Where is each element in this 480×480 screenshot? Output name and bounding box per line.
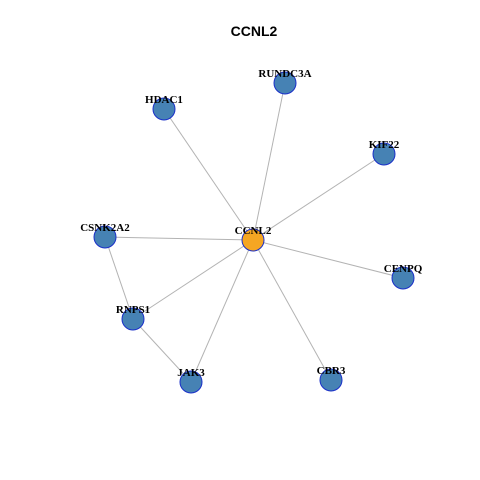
edge-csnk2a2-rnps1: [104, 236, 134, 320]
node-label: JAK3: [177, 367, 205, 379]
edge-ccnl2-jak3: [190, 239, 254, 383]
node-circle: [93, 225, 117, 249]
node-circle: [152, 97, 176, 121]
edge-ccnl2-kif22: [252, 153, 385, 241]
graph-title: CCNL2: [231, 23, 278, 39]
node-rnps1: RNPS1: [116, 304, 150, 331]
node-circle: [372, 142, 396, 166]
node-label: CSNK2A2: [80, 222, 130, 234]
edge-ccnl2-rnps1: [132, 239, 254, 320]
node-label: RUNDC3A: [258, 68, 311, 80]
node-circle: [273, 71, 297, 95]
node-circle: [319, 368, 343, 392]
node-label: CBR3: [317, 365, 346, 377]
edge-rnps1-jak3: [132, 318, 192, 383]
node-label: RNPS1: [116, 304, 150, 316]
edge-ccnl2-cenpq: [252, 239, 404, 279]
node-jak3: JAK3: [177, 367, 205, 394]
node-hdac1: HDAC1: [145, 94, 183, 121]
edge-layer: [104, 82, 404, 383]
edge-ccnl2-rundc3a: [252, 82, 286, 241]
node-label: KIF22: [369, 139, 400, 151]
node-csnk2a2: CSNK2A2: [80, 222, 130, 249]
node-label: HDAC1: [145, 94, 183, 106]
node-rundc3a: RUNDC3A: [258, 68, 312, 95]
node-cenpq: CENPQ: [384, 263, 423, 290]
node-label: CENPQ: [384, 263, 423, 275]
node-cbr3: CBR3: [317, 365, 346, 392]
edge-ccnl2-hdac1: [163, 108, 254, 241]
node-label: CCNL2: [235, 225, 272, 237]
edge-ccnl2-cbr3: [252, 239, 332, 381]
node-circle: [179, 370, 203, 394]
node-circle: [391, 266, 415, 290]
edge-ccnl2-csnk2a2: [104, 236, 254, 241]
node-circle: [241, 228, 265, 252]
node-ccnl2: CCNL2: [235, 225, 272, 252]
node-kif22: KIF22: [369, 139, 400, 166]
node-circle: [121, 307, 145, 331]
